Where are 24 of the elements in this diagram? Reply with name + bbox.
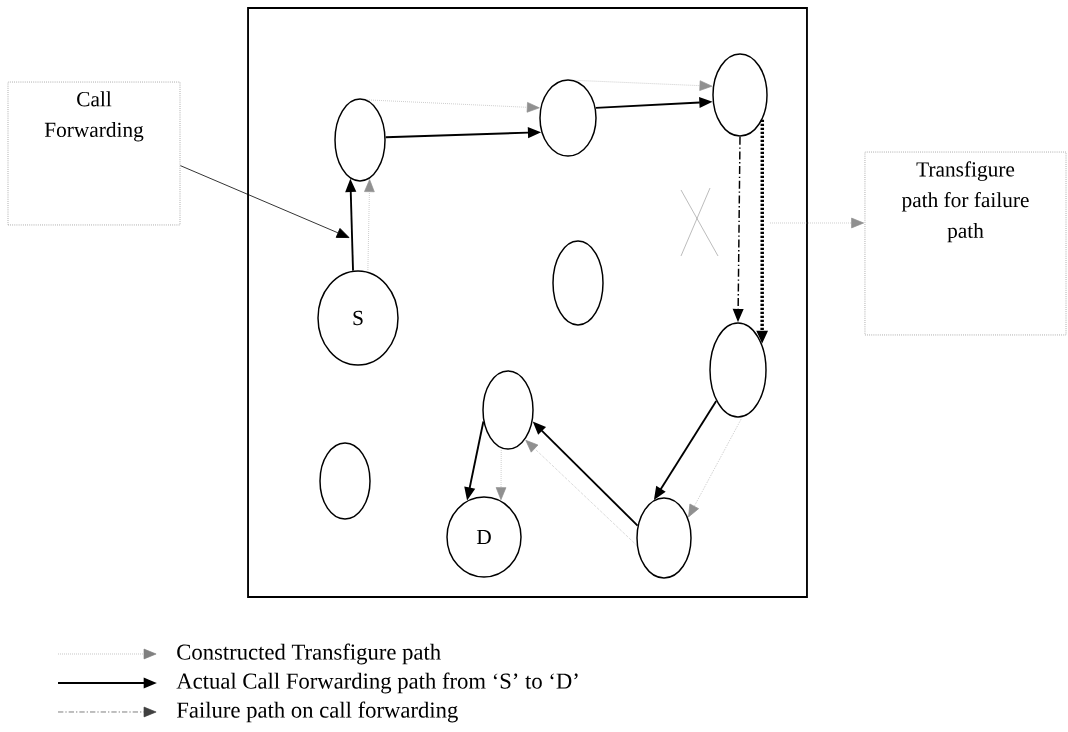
arrow xyxy=(769,217,864,229)
network-node xyxy=(636,497,692,579)
network-node xyxy=(539,79,597,157)
text-box: Transfigure path for failure path xyxy=(864,151,1067,336)
network-node xyxy=(712,53,768,137)
legend-text: Constructed Transfigure path xyxy=(177,643,441,665)
text-box: Call Forwarding xyxy=(7,81,181,226)
arrow xyxy=(688,416,743,518)
network-node xyxy=(334,98,386,182)
network-node: S xyxy=(317,270,399,366)
network-node xyxy=(482,370,534,450)
frame-box xyxy=(247,7,808,598)
arrow xyxy=(525,439,638,546)
arrow xyxy=(364,179,375,272)
legend-text: Actual Call Forwarding path from ‘S’ to ‘D’ xyxy=(176,672,578,694)
network-node xyxy=(319,442,371,520)
legend-text: Failure path on call forwarding xyxy=(176,701,458,723)
network-node xyxy=(709,322,767,418)
arrow xyxy=(574,80,713,91)
arrow xyxy=(495,448,507,501)
network-node: D xyxy=(446,496,522,578)
arrow xyxy=(366,99,540,113)
network-node xyxy=(552,240,604,326)
leader-line xyxy=(180,165,350,238)
